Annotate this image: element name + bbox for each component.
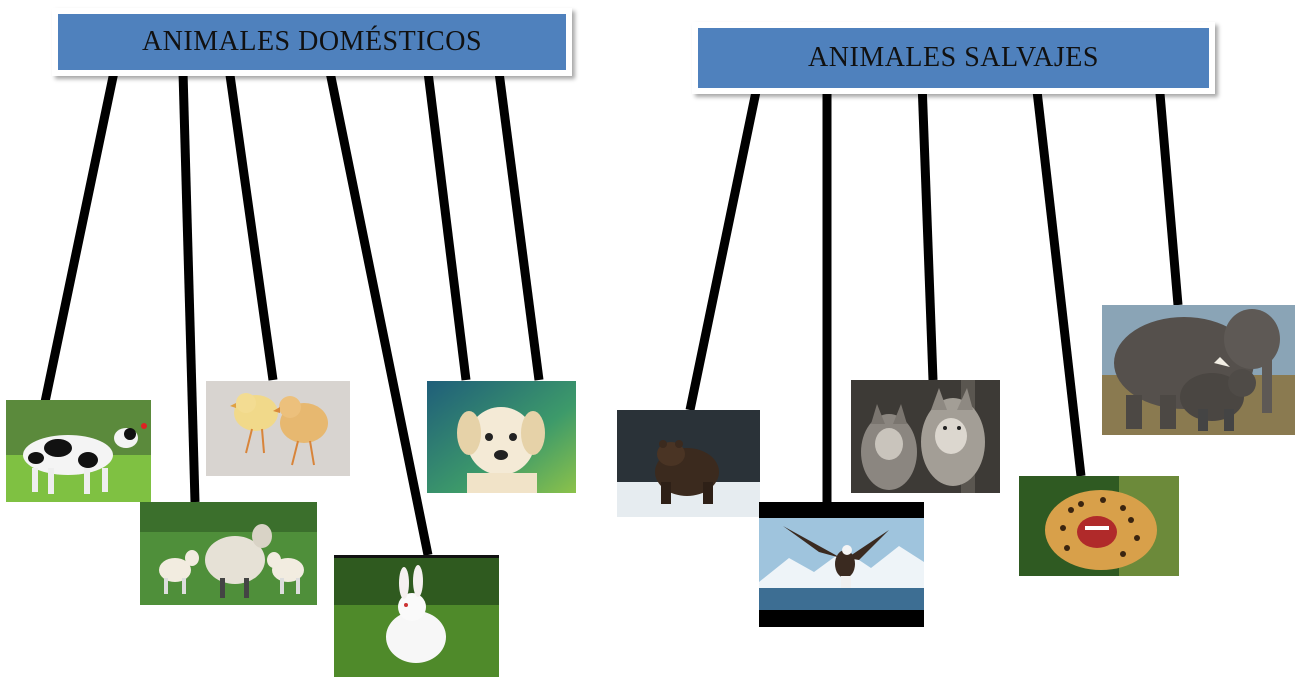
- cow-image: [6, 400, 151, 502]
- leopard-image: [1019, 476, 1179, 576]
- wild-title: ANIMALES SALVAJES: [698, 28, 1209, 88]
- chicks-image: [206, 381, 350, 476]
- connector-elephants: [1154, 81, 1183, 306]
- domestic-title: ANIMALES DOMÉSTICOS: [58, 14, 566, 70]
- bear-image: [617, 410, 760, 517]
- connector-puppy-left: [423, 71, 471, 381]
- wolves-image: [851, 380, 1000, 493]
- sheep-image: [140, 502, 317, 605]
- rabbit-image: [334, 555, 499, 677]
- domestic-title-box: ANIMALES DOMÉSTICOS: [52, 8, 572, 76]
- connector-sheep: [178, 71, 200, 503]
- puppy-image: [427, 381, 576, 493]
- connector-rabbit: [325, 71, 433, 556]
- eagle-image: [759, 502, 924, 627]
- connector-chicks: [224, 67, 278, 381]
- connector-cow: [40, 71, 119, 403]
- connector-bear: [685, 81, 763, 411]
- connector-puppy-right: [494, 71, 544, 381]
- connector-leopard: [1031, 81, 1086, 477]
- connector-wolves: [917, 81, 938, 381]
- elephants-image: [1102, 305, 1295, 435]
- wild-title-box: ANIMALES SALVAJES: [692, 22, 1215, 94]
